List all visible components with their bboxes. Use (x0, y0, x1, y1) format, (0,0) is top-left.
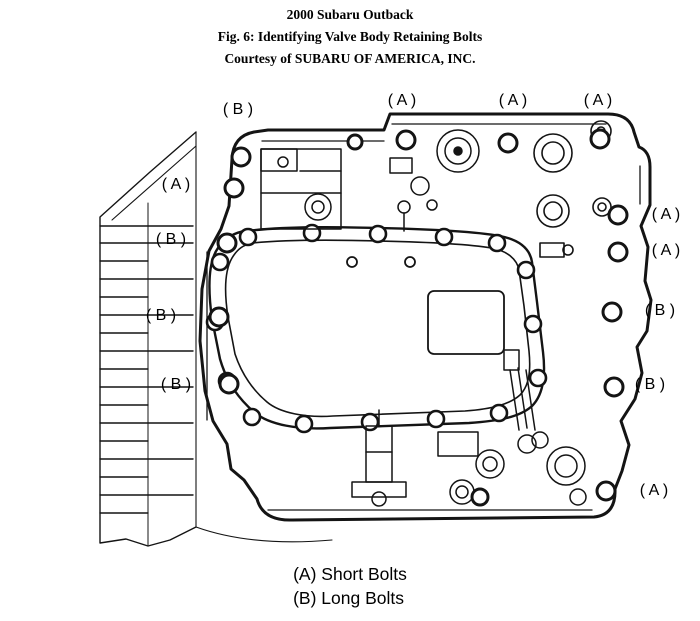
bolt-circle (230, 146, 252, 168)
bolt-circle (607, 241, 629, 263)
bolt-callout-a-right-1: ( A ) (651, 206, 681, 223)
separator-plate-details (346, 256, 505, 355)
bolt-circle (589, 128, 611, 150)
lower-center-details (351, 409, 479, 507)
bolt-circle (223, 177, 245, 199)
gasket-outline (208, 225, 546, 430)
bolt-circle (470, 487, 490, 507)
courtesy-note: Courtesy of SUBARU OF AMERICA, INC. (224, 51, 476, 66)
gasket-bolt-circles (205, 223, 548, 434)
figure-header: 2000 Subaru Outback Fig. 6: Identifying … (0, 4, 700, 70)
bolt-circle (601, 301, 623, 323)
vehicle-title: 2000 Subaru Outback (286, 7, 414, 22)
valve-body-outline (198, 112, 653, 522)
bolt-circle (346, 133, 364, 151)
bolt-callout-b-right-2: ( B ) (634, 376, 666, 393)
bolt-circle (607, 204, 629, 226)
legend: (A) Short Bolts (B) Long Bolts (0, 562, 700, 610)
bolt-circle (395, 129, 417, 151)
bolt-callout-b-left-2: ( B ) (145, 307, 177, 324)
legend-item-long-bolts: (B) Long Bolts (293, 588, 404, 608)
retaining-bolt-circles (208, 128, 629, 507)
bolt-callout-b-left-3: ( B ) (160, 376, 192, 393)
transmission-case (99, 131, 333, 547)
bolt-callout-a-right-3: ( A ) (639, 482, 669, 499)
bolt-circle (595, 480, 617, 502)
bolt-callout-b-left-1: ( B ) (155, 231, 187, 248)
bolt-callout-a-top-2: ( A ) (498, 92, 528, 109)
bolt-circle (603, 376, 625, 398)
upper-left-valve-block (260, 148, 342, 230)
bolt-callout-b-right-1: ( B ) (644, 302, 676, 319)
bolt-circle (216, 232, 238, 254)
upper-middle-details (389, 129, 480, 232)
lower-right-cluster (449, 349, 587, 506)
bolt-callout-a-top-1: ( A ) (387, 92, 417, 109)
figure-caption: Fig. 6: Identifying Valve Body Retaining… (217, 29, 483, 44)
legend-item-short-bolts: (A) Short Bolts (293, 564, 407, 584)
bolt-callout-b-top: ( B ) (222, 101, 254, 118)
bolt-callout-a-right-2: ( A ) (651, 242, 681, 259)
bolt-circle (218, 373, 240, 395)
upper-right-solenoids (533, 120, 612, 258)
bolt-callout-a-left: ( A ) (161, 176, 191, 193)
bolt-circle (208, 306, 230, 328)
bolt-callout-a-top-3: ( A ) (583, 92, 613, 109)
bolt-circle (497, 132, 519, 154)
